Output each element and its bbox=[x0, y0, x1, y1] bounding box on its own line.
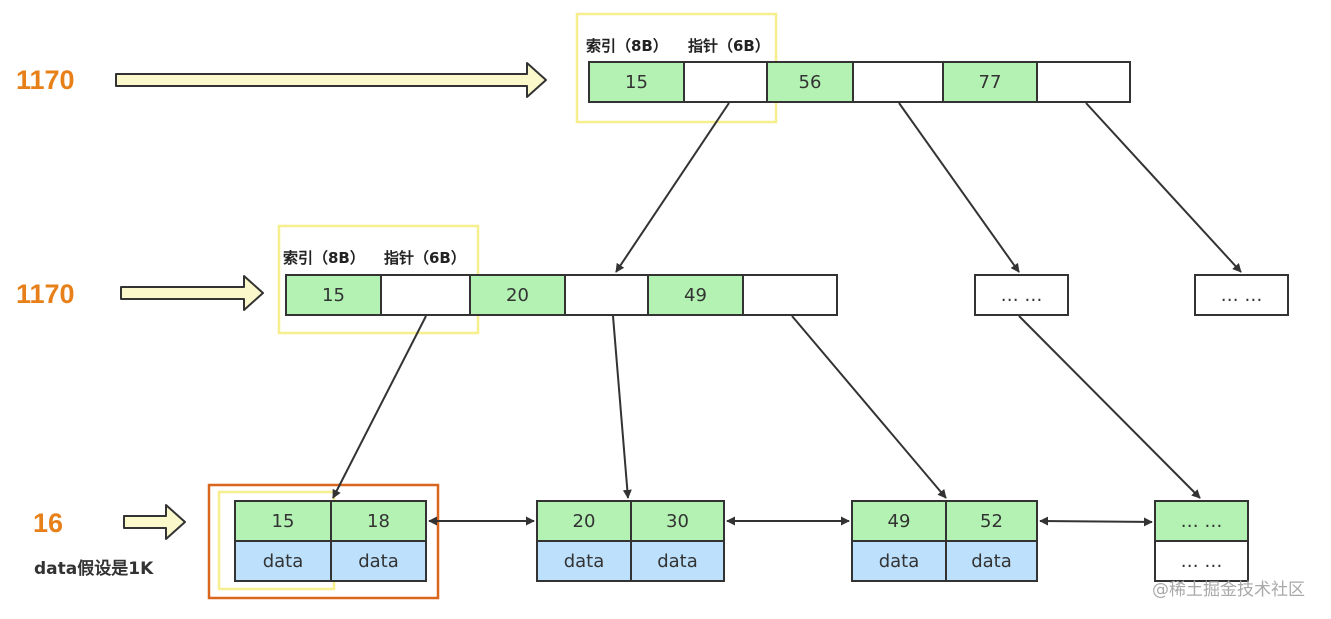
internal-key: 20 bbox=[469, 274, 566, 316]
leaf-key: 15 bbox=[234, 500, 332, 542]
level-arrow-leaf bbox=[123, 504, 186, 540]
internal-index-size-label: 索引（8B） bbox=[283, 249, 365, 267]
pointer-node-a-to-leaf-4 bbox=[1018, 315, 1201, 499]
pointer-root-to-internal bbox=[615, 102, 730, 273]
leaf-key: 30 bbox=[630, 500, 725, 542]
collapsed-node: … … bbox=[974, 274, 1069, 316]
root-key: 56 bbox=[766, 61, 854, 103]
leaf-page-highlight bbox=[207, 483, 440, 600]
watermark: @稀土掘金技术社区 bbox=[1152, 580, 1305, 600]
pointer-internal-to-leaf-1 bbox=[332, 315, 427, 499]
pointer-internal-to-leaf-2 bbox=[612, 315, 632, 499]
leaf-data: data bbox=[234, 540, 332, 582]
leaf-link-3-4 bbox=[1039, 516, 1153, 527]
level-arrow-internal bbox=[120, 275, 264, 311]
internal-pointer-slot bbox=[380, 274, 471, 316]
root-index-size-label: 索引（8B） bbox=[586, 37, 668, 55]
leaf-data: data bbox=[536, 540, 632, 582]
level-arrow-root bbox=[115, 62, 547, 98]
root-pointer-slot bbox=[683, 61, 768, 103]
internal-key: 15 bbox=[285, 274, 382, 316]
leaf-data: data bbox=[630, 540, 725, 582]
root-pointer-size-label: 指针（6B） bbox=[688, 37, 770, 55]
level-count-root: 1170 bbox=[16, 65, 75, 95]
leaf-key: 49 bbox=[851, 500, 947, 542]
internal-pointer-slot bbox=[742, 274, 838, 316]
internal-key: 49 bbox=[647, 274, 744, 316]
leaf-key: 18 bbox=[330, 500, 427, 542]
level-count-internal: 1170 bbox=[16, 279, 75, 309]
root-key: 15 bbox=[588, 61, 685, 103]
leaf-data: data bbox=[945, 540, 1038, 582]
leaf-key: 20 bbox=[536, 500, 632, 542]
leaf-data-size-note: data假设是1K bbox=[34, 559, 154, 579]
leaf-key: 52 bbox=[945, 500, 1038, 542]
root-pointer-slot bbox=[852, 61, 944, 103]
pointer-root-to-node-a bbox=[898, 102, 1020, 273]
leaf-data: data bbox=[851, 540, 947, 582]
leaf-key: … … bbox=[1154, 500, 1249, 542]
leaf-data: … … bbox=[1154, 540, 1249, 582]
pointer-internal-to-leaf-3 bbox=[791, 315, 947, 499]
root-key: 77 bbox=[942, 61, 1038, 103]
collapsed-node: … … bbox=[1194, 274, 1289, 316]
internal-pointer-size-label: 指针（6B） bbox=[384, 249, 466, 267]
level-count-leaf: 16 bbox=[33, 508, 64, 538]
leaf-data: data bbox=[330, 540, 427, 582]
internal-pointer-slot bbox=[564, 274, 649, 316]
root-pointer-slot bbox=[1036, 61, 1131, 103]
pointer-root-to-node-b bbox=[1085, 102, 1242, 273]
